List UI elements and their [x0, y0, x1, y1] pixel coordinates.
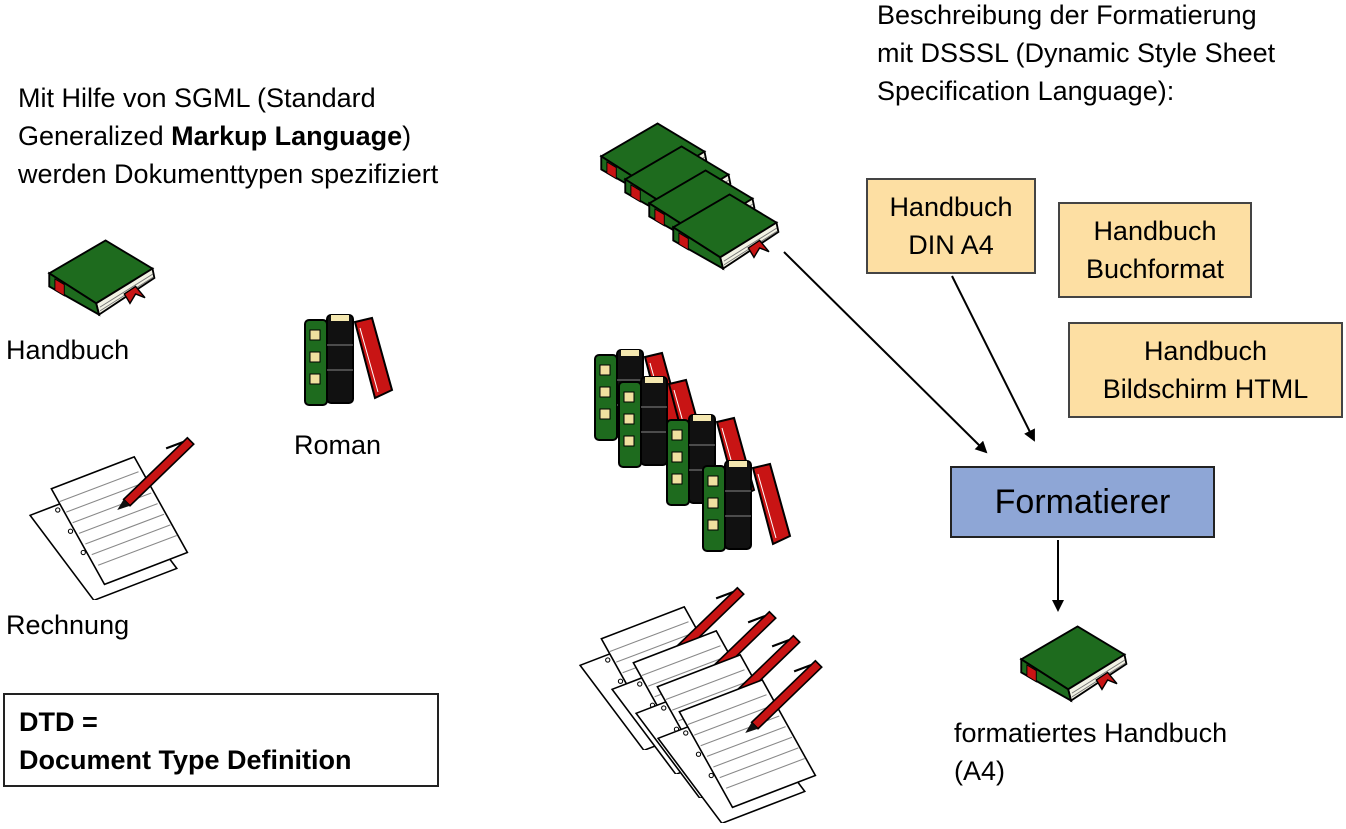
- format-box-din-a4: Handbuch DIN A4: [866, 178, 1036, 274]
- invoice-pages-icon: [28, 420, 198, 600]
- dtd-box: DTD = Document Type Definition: [3, 693, 439, 787]
- label-handbuch: Handbuch: [6, 335, 130, 365]
- book-icon: [1010, 618, 1132, 710]
- output-line-2: (A4): [954, 756, 1006, 786]
- intro-line-2: Generalized Markup Language): [18, 121, 412, 151]
- book-icon: [662, 186, 784, 278]
- format-box-bildschirm-html: Handbuch Bildschirm HTML: [1068, 322, 1343, 418]
- output-line-1: formatiertes Handbuch: [954, 718, 1228, 748]
- dsssl-line-2: mit DSSSL (Dynamic Style Sheet: [877, 38, 1276, 68]
- intro-line-1: Mit Hilfe von SGML (Standard: [18, 83, 376, 113]
- format-box-buchformat: Handbuch Buchformat: [1058, 202, 1252, 298]
- dsssl-line-3: Specification Language):: [877, 76, 1175, 106]
- intro-text: Mit Hilfe von SGML (Standard Generalized…: [18, 79, 438, 193]
- markup-language-bold: Markup Language: [171, 121, 403, 151]
- output-label: formatiertes Handbuch (A4): [954, 714, 1227, 790]
- dtd-line-1: DTD =: [19, 707, 98, 737]
- intro-line-3: werden Dokumenttypen spezifiziert: [18, 159, 439, 189]
- formatierer-box: Formatierer: [950, 466, 1215, 538]
- label-rechnung: Rechnung: [6, 610, 130, 640]
- dsssl-line-1: Beschreibung der Formatierung: [877, 0, 1257, 30]
- dtd-line-2: Document Type Definition: [19, 745, 352, 775]
- book-icon: [38, 232, 160, 324]
- label-roman: Roman: [294, 430, 382, 460]
- novel-books-icon: [696, 456, 800, 556]
- novel-books-icon: [298, 310, 402, 410]
- dsssl-description: Beschreibung der Formatierung mit DSSSL …: [877, 0, 1275, 110]
- arrow-books-to-formatierer: [783, 251, 988, 454]
- invoice-pages-icon: [656, 643, 826, 823]
- arrow-dina4-to-formatierer: [951, 275, 1035, 442]
